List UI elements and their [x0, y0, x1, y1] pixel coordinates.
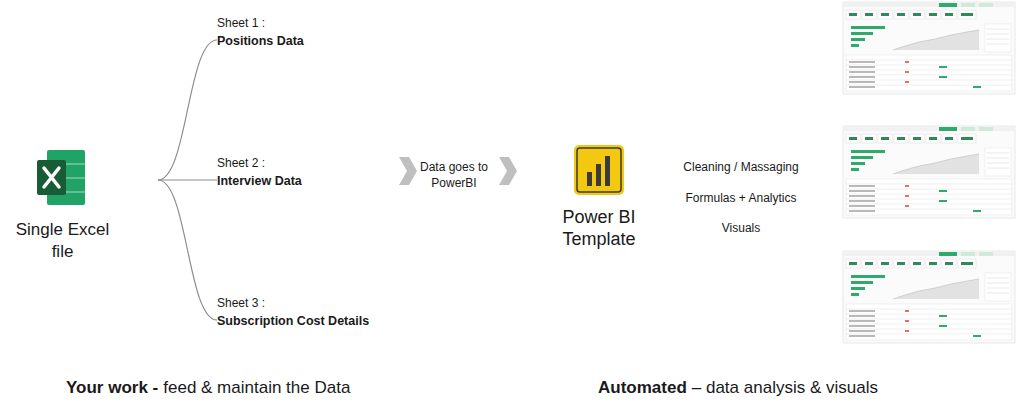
step-label: Formulas + Analytics	[660, 190, 822, 206]
brace-connector	[158, 179, 217, 180]
sheet-title: Subscription Cost Details	[217, 312, 427, 330]
template-node: Power BI Template	[549, 140, 649, 255]
footer-text: feed & maintain the Data	[163, 377, 350, 399]
sheet-number: Sheet 1 :	[217, 15, 427, 32]
dashboard-thumbnail	[843, 251, 1015, 343]
excel-icon-grid	[66, 164, 85, 192]
node-label: Single Excel file	[10, 219, 115, 263]
excel-icon-mark	[44, 168, 59, 187]
sheet-title: Interview Data	[217, 172, 427, 190]
powerbi-icon-frame	[577, 148, 621, 192]
sheet-title: Positions Data	[217, 32, 427, 50]
chevron-arrow	[499, 157, 517, 185]
excel-icon-badge	[37, 160, 66, 195]
dashboard-thumbnail	[843, 2, 1015, 94]
footer-heading: Automated	[598, 377, 687, 399]
sheet-node: Sheet 1 :Positions Data	[217, 15, 427, 55]
powerbi-icon-bars	[587, 156, 610, 186]
powerbi-icon	[574, 145, 624, 195]
node-label: Power BI Template	[549, 206, 649, 250]
footer-heading: Your work -	[66, 377, 158, 399]
dashboard-thumbnail	[843, 126, 1015, 218]
sheet-number: Sheet 3 :	[217, 295, 427, 312]
file-node: Single Excel file	[0, 145, 158, 263]
step-label: Cleaning / Massaging	[660, 159, 822, 175]
flow-label: Data goes to PowerBI	[419, 159, 489, 191]
sheet-number: Sheet 2 :	[217, 155, 427, 172]
brace-connector	[158, 180, 217, 320]
sheet-node: Sheet 2 :Interview Data	[217, 155, 427, 195]
footer-text: – data analysis & visuals	[692, 377, 878, 399]
step-label: Visuals	[660, 220, 822, 236]
sheet-node: Sheet 3 :Subscription Cost Details	[217, 295, 427, 335]
chevron-arrow	[399, 157, 417, 185]
brace-connector	[158, 40, 217, 180]
